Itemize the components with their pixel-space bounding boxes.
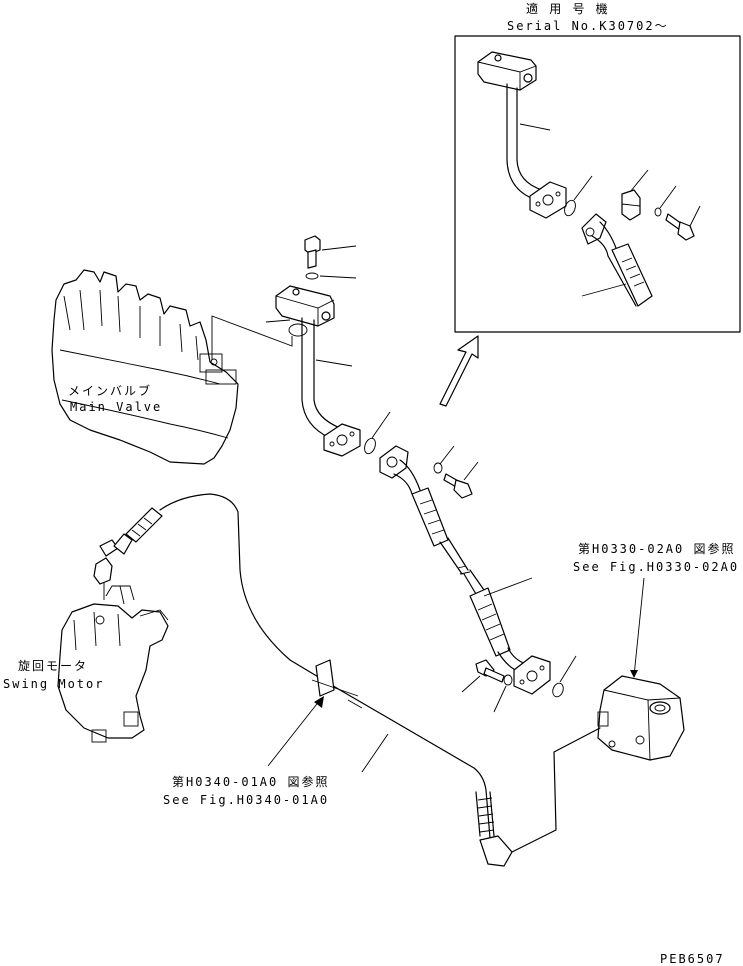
ref-h0330-label-en: See Fig.H0330-02A0 (573, 560, 739, 574)
o-ring-2 (552, 682, 564, 698)
inset-o-ring (564, 199, 576, 217)
inset-split-flange (621, 189, 641, 221)
main-valve (51, 269, 239, 465)
ref-h0340-label-en: See Fig.H0340-01A0 (163, 793, 329, 807)
main-valve-label-en: Main Valve (70, 400, 162, 414)
inset-hose (581, 213, 653, 307)
washer-1 (433, 462, 443, 474)
inset-pipe (506, 83, 543, 201)
reference-arrowhead-h0330 (630, 670, 638, 678)
inset-bolt (665, 213, 695, 241)
drain-hose (113, 493, 601, 867)
main-hose (393, 459, 527, 673)
inset-panel: 適 用 号 機 Serial No.K30702～ (454, 1, 741, 333)
swing-motor-label-en: Swing Motor (3, 677, 104, 691)
line-clamp (311, 659, 359, 697)
motor-elbow-fitting (93, 539, 119, 600)
inset-elbow-block (477, 51, 537, 91)
ref-h0330-label-jp: 第H0330-02A0 図参照 (578, 541, 735, 556)
inset-title-jp: 適 用 号 機 (526, 1, 610, 16)
inset-serial: Serial No.K30702～ (507, 19, 669, 33)
o-ring-1 (364, 437, 376, 455)
swivel-joint (597, 675, 685, 761)
inset-washer (654, 207, 662, 217)
swing-motor (57, 585, 169, 743)
swing-motor-label-jp: 旋回モータ (18, 659, 88, 673)
reference-arrowhead-h0340 (314, 696, 324, 708)
drawing-code: PEB6507 (660, 952, 725, 966)
hose-split-flange (379, 445, 409, 479)
washer-2 (503, 674, 513, 686)
valve-o-ring (288, 323, 308, 337)
ref-h0340-label-jp: 第H0340-01A0 図参照 (172, 774, 329, 789)
bolt-1 (443, 473, 473, 499)
lower-flange (513, 655, 551, 695)
bolt-2 (475, 659, 505, 683)
inset-flange (529, 181, 567, 219)
main-valve-label-jp: メインバルブ (68, 383, 152, 398)
top-washer (305, 272, 319, 280)
elbow-block (275, 285, 335, 327)
top-bolt (304, 235, 321, 269)
main-pipe (301, 317, 341, 439)
pipe-flange (323, 423, 361, 457)
inset-pointer-arrow (439, 335, 479, 407)
